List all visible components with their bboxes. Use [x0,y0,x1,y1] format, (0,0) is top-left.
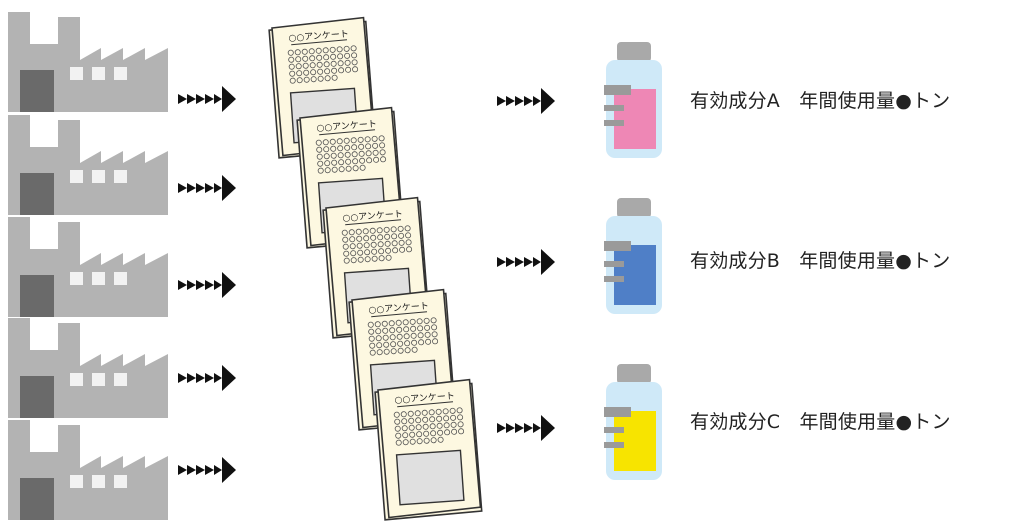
dotted-arrow-icon [497,249,555,275]
survey-title: ○○アンケート [342,209,403,224]
survey-title: ○○アンケート [394,391,455,406]
factory-icon [8,217,168,317]
dotted-arrow-icon [178,272,236,298]
chemical-bottle-icon [604,364,662,480]
bottle-liquid [614,89,656,149]
dotted-arrow-icon [178,457,236,483]
chemical-bottle-icon [604,42,662,158]
dotted-arrow-icon [178,365,236,391]
survey-sheet-icon: ○○アンケート [267,16,377,159]
factory-icon [8,115,168,215]
survey-sheet-icon: ○○アンケート [373,378,483,521]
survey-sheet-icon: ○○アンケート [347,288,457,431]
factory-icon [8,12,168,112]
bottle-liquid [614,245,656,305]
ingredient-label-c: 有効成分C 年間使用量●トン [690,411,951,433]
dotted-arrow-icon [178,175,236,201]
bottle-liquid [614,411,656,471]
survey-title: ○○アンケート [316,119,377,134]
survey-sheet-icon: ○○アンケート [321,196,431,339]
survey-title: ○○アンケート [368,301,429,316]
factory-icon [8,318,168,418]
survey-sheet-icon: ○○アンケート [295,106,405,249]
dotted-arrow-icon [178,86,236,112]
factory-icon [8,420,168,520]
survey-title: ○○アンケート [288,29,349,44]
chemical-bottle-icon [604,198,662,314]
ingredient-label-a: 有効成分A 年間使用量●トン [690,90,951,112]
ingredient-label-b: 有効成分B 年間使用量●トン [690,250,951,272]
dotted-arrow-icon [497,415,555,441]
dotted-arrow-icon [497,88,555,114]
